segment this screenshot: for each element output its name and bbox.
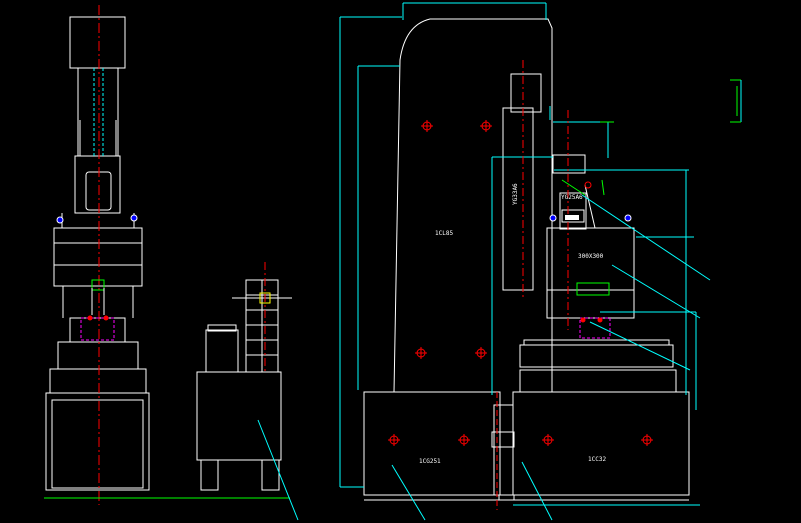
table-dim-label: 300X300 bbox=[578, 253, 604, 260]
base-left-label: 1CG251 bbox=[419, 458, 441, 465]
right-machine-centerlines bbox=[496, 60, 569, 510]
column-dim-label: YG33A6 bbox=[512, 183, 519, 205]
right-machine-accents bbox=[561, 79, 742, 339]
base-right-label: 1CC32 bbox=[588, 456, 607, 463]
hydraulic-tank bbox=[196, 279, 292, 491]
right-machine-fixtures bbox=[549, 214, 632, 323]
tank-accents bbox=[198, 262, 299, 521]
left-machine-fixtures bbox=[56, 214, 138, 321]
head-label: YG25A6 bbox=[561, 194, 583, 201]
left-machine-accents bbox=[80, 5, 115, 505]
left-machine-view bbox=[45, 16, 150, 491]
body-dim-label: 1CL85 bbox=[435, 230, 454, 237]
right-machine-outline bbox=[363, 18, 690, 501]
right-machine-dims bbox=[339, 2, 711, 521]
bolt-holes bbox=[388, 120, 653, 446]
